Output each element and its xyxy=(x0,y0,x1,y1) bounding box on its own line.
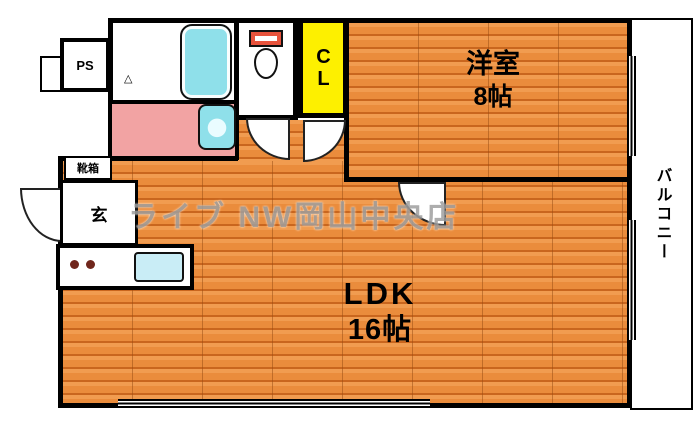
toilet-tank-icon xyxy=(249,30,283,47)
shoe-box-label: 靴箱 xyxy=(77,163,99,175)
ldk-size: 16帖 xyxy=(347,313,413,346)
ldk-window-icon xyxy=(627,220,636,340)
watermark-text: ライブ NW岡山中央店 xyxy=(128,201,460,234)
shoe-box: 靴箱 xyxy=(64,156,112,180)
stove-burner-icon xyxy=(86,260,95,269)
kitchen-sink-icon xyxy=(134,252,184,282)
balcony-label: バルコニー xyxy=(653,166,671,262)
toilet-bowl-icon xyxy=(254,48,278,79)
western-room-size: 8帖 xyxy=(473,82,513,111)
western-room-window-icon xyxy=(627,56,636,156)
vent-triangle-icon: △ xyxy=(124,73,133,85)
western-room-label: 洋室 8帖 xyxy=(413,48,573,113)
entrance: 玄 xyxy=(60,180,138,246)
meter-box xyxy=(40,56,62,92)
entrance-label: 玄 xyxy=(90,205,108,225)
closet-label: CL xyxy=(312,46,335,90)
entrance-door-arc-icon xyxy=(20,188,62,242)
pipe-space: PS xyxy=(60,38,110,92)
bathtub-icon xyxy=(180,24,232,100)
stove-burner-icon xyxy=(70,260,79,269)
balcony: バルコニー xyxy=(630,18,693,410)
western-room-name: 洋室 xyxy=(466,49,520,79)
ldk-name: LDK xyxy=(343,276,417,311)
pipe-space-label: PS xyxy=(76,57,94,73)
closet: CL xyxy=(298,18,348,118)
washbasin-icon xyxy=(198,104,236,150)
ldk-label: LDK 16帖 xyxy=(298,276,462,347)
ldk-bottom-window-icon xyxy=(118,399,430,408)
western-room-floor xyxy=(344,18,632,182)
